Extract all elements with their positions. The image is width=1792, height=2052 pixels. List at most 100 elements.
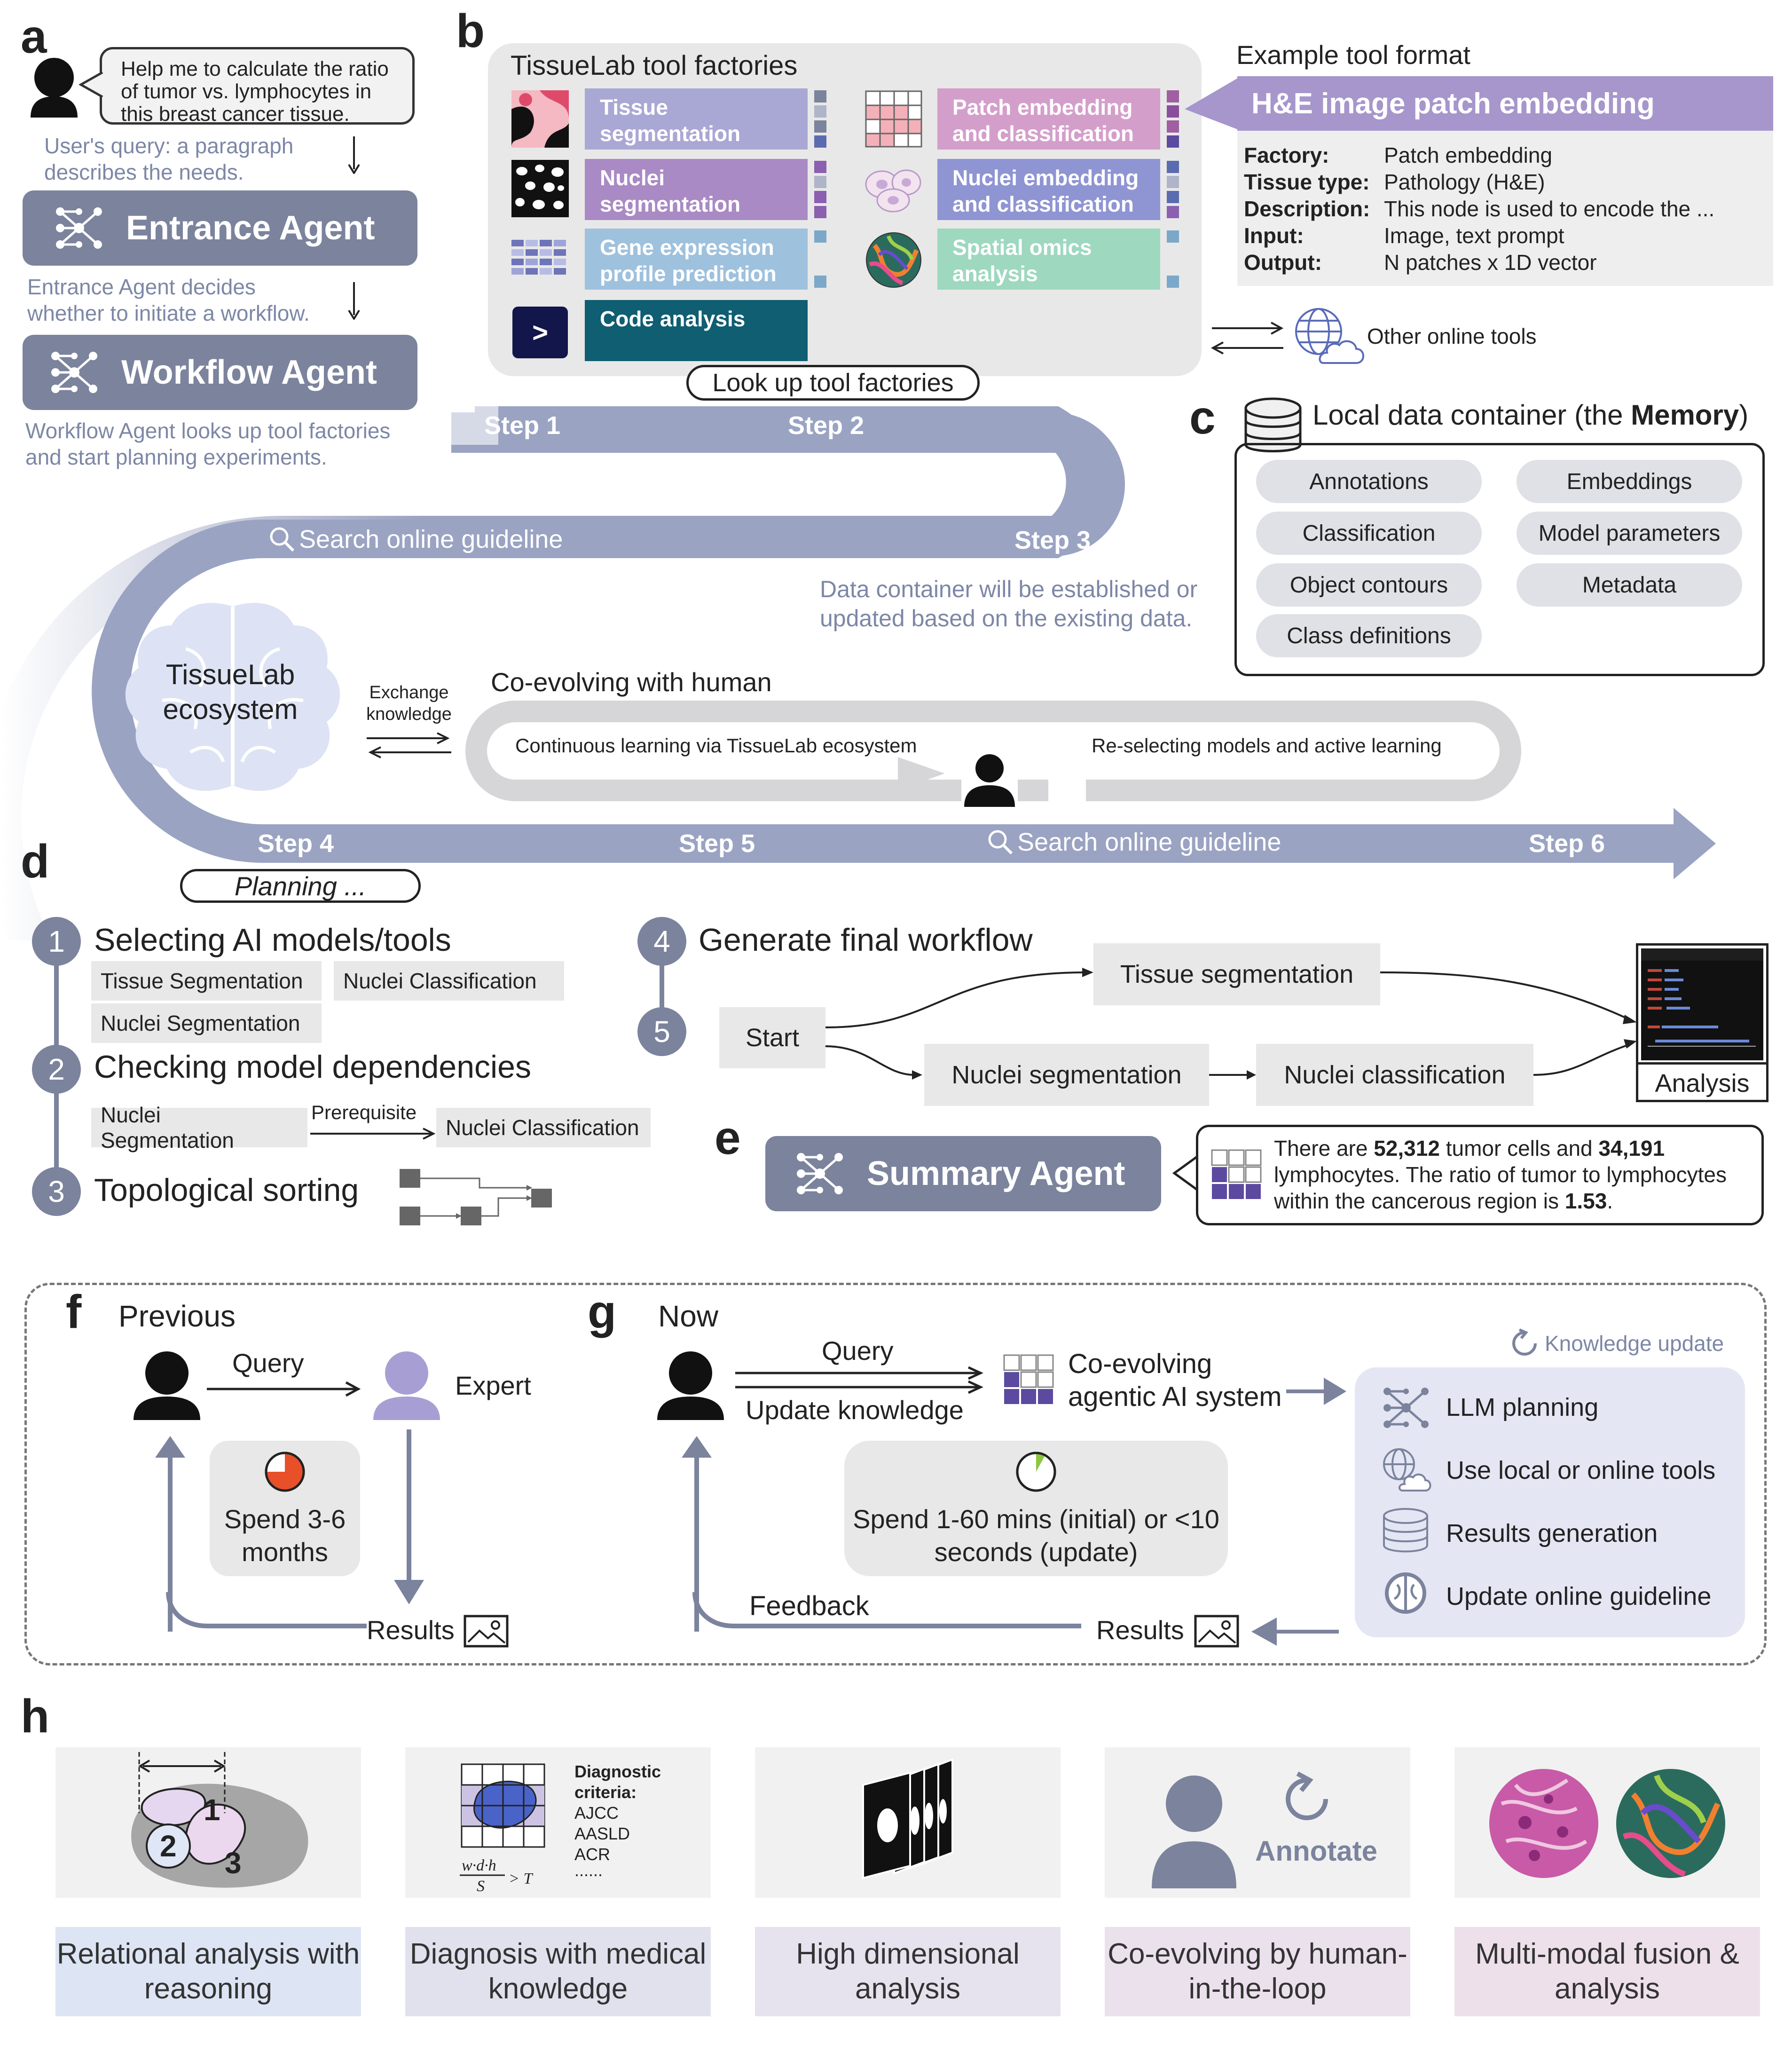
tool-factory-1: Tissue segmentation bbox=[585, 88, 808, 150]
loop-arrowhead bbox=[898, 757, 945, 790]
reselecting-label: Re-selecting models and active learning bbox=[1092, 734, 1442, 757]
tool-port-1-2 bbox=[814, 105, 826, 118]
pie-slice bbox=[1036, 1453, 1045, 1472]
feature-guideline: Update online guideline bbox=[1446, 1582, 1712, 1610]
pie-ring bbox=[1016, 1452, 1056, 1492]
tool-port-5-1 bbox=[1167, 90, 1179, 103]
step-4-title: Generate final workflow bbox=[699, 922, 1033, 958]
tool-port-2-4 bbox=[814, 206, 826, 218]
h-card-label-4: Co-evolving by human-in-the-loop bbox=[1105, 1927, 1410, 2016]
topological-sort-icon bbox=[400, 1169, 552, 1225]
spatial-omics-icon bbox=[866, 232, 921, 288]
entrance-agent-label: Entrance Agent bbox=[126, 209, 375, 247]
tool-port-5-4 bbox=[1167, 135, 1179, 148]
memory-item-3: Classification bbox=[1256, 512, 1482, 555]
user-icon bbox=[31, 58, 78, 118]
tool-factory-2: Nuclei segmentation bbox=[585, 159, 808, 220]
diag-item-4: ...... bbox=[574, 1861, 603, 1880]
h-card-1-image: 1 2 3 bbox=[55, 1747, 361, 1898]
human-annotate-icon bbox=[1152, 1771, 1328, 1888]
panel-label-g: g bbox=[588, 1286, 617, 1338]
memory-title: Local data container (the Memory) bbox=[1313, 399, 1749, 431]
network-icon bbox=[797, 1153, 843, 1194]
step-num-3: 3 bbox=[32, 1167, 81, 1216]
tool-factories-title: TissueLab tool factories bbox=[511, 50, 798, 81]
pie-ring bbox=[265, 1452, 305, 1492]
memory-caption: Data container will be established or up… bbox=[820, 576, 1198, 631]
workflow-caption: Workflow Agent looks up tool factories a… bbox=[25, 418, 391, 469]
feature-tools: Use local or online tools bbox=[1446, 1456, 1716, 1484]
tool-port-6-3 bbox=[1167, 191, 1179, 203]
example-value-2: Pathology (H&E) bbox=[1384, 170, 1545, 194]
user-icon bbox=[134, 1351, 200, 1420]
tool-port-2-3 bbox=[814, 191, 826, 203]
tool-port-3-4 bbox=[814, 276, 826, 288]
expert-icon bbox=[373, 1351, 440, 1420]
memory-item-1: Annotations bbox=[1256, 460, 1482, 503]
bidirectional-arrows bbox=[1210, 322, 1284, 355]
tool-port-7-1 bbox=[1167, 230, 1179, 243]
g-results-label: Results bbox=[1096, 1615, 1184, 1645]
diag-item-2: AASLD bbox=[574, 1824, 630, 1843]
step-1-label: Step 1 bbox=[484, 411, 561, 440]
patch-grid-icon bbox=[865, 90, 922, 148]
h-card-2-image: w·d·h S > T Diagnostic criteria: AJCC AA… bbox=[405, 1747, 711, 1898]
g-system-arrow bbox=[1286, 1378, 1346, 1405]
now-title: Now bbox=[658, 1299, 719, 1333]
exchange-arrows bbox=[367, 732, 451, 758]
example-pointer bbox=[1185, 76, 1241, 131]
tool-factory-7: Spatial omics analysis bbox=[937, 229, 1160, 290]
brain-outline-icon bbox=[1385, 1572, 1426, 1614]
nuclei-seg-icon bbox=[511, 160, 569, 217]
relational-num-3: 3 bbox=[225, 1846, 242, 1880]
f-query-label: Query bbox=[232, 1348, 304, 1378]
memory-item-5: Object contours bbox=[1256, 563, 1482, 607]
search-icon bbox=[988, 830, 1013, 855]
panel-label-b: b bbox=[456, 5, 485, 57]
feedback-label: Feedback bbox=[749, 1591, 869, 1621]
example-value-1: Patch embedding bbox=[1384, 143, 1553, 167]
example-key-2: Tissue type: bbox=[1244, 170, 1370, 194]
example-value-4: Image, text prompt bbox=[1384, 223, 1564, 248]
entrance-caption: Entrance Agent decides whether to initia… bbox=[27, 275, 310, 325]
tool-port-7-4 bbox=[1167, 276, 1179, 288]
image-icon bbox=[464, 1615, 509, 1648]
network-icon bbox=[56, 207, 102, 249]
g-results-arrow bbox=[1251, 1618, 1339, 1646]
entrance-agent-box: Entrance Agent bbox=[23, 190, 417, 266]
analysis-label: Analysis bbox=[1638, 1062, 1766, 1102]
f-pie-icon bbox=[265, 1452, 305, 1492]
tool-port-3-1 bbox=[814, 230, 826, 243]
globe-cloud-icon bbox=[1295, 308, 1364, 364]
dependency-to: Nuclei Classification bbox=[436, 1108, 651, 1147]
brain-icon bbox=[125, 603, 340, 791]
h-card-3-image bbox=[755, 1747, 1061, 1898]
panel-label-h: h bbox=[21, 1690, 50, 1743]
coevolve-title: Co-evolving with human bbox=[491, 667, 772, 697]
track-main bbox=[92, 406, 1716, 879]
tool-port-6-2 bbox=[1167, 176, 1179, 188]
search-icon bbox=[270, 527, 295, 552]
network-icon bbox=[51, 352, 97, 393]
step-1-title: Selecting AI models/tools bbox=[94, 922, 451, 958]
step-2-title: Checking model dependencies bbox=[94, 1049, 531, 1085]
search-guideline-1: Search online guideline bbox=[268, 525, 563, 554]
workflow-start: Start bbox=[719, 1007, 825, 1068]
globe-cloud-icon bbox=[1383, 1448, 1431, 1492]
chip-nuclei-cls: Nuclei Classification bbox=[334, 961, 564, 1001]
comparison-frame bbox=[24, 1283, 1767, 1665]
feature-llm-planning: LLM planning bbox=[1446, 1393, 1599, 1421]
workflow-nuclei-cls: Nuclei classification bbox=[1256, 1044, 1533, 1106]
step-3-title: Topological sorting bbox=[94, 1172, 359, 1208]
down-arrow-1 bbox=[348, 136, 360, 174]
matrix-icon bbox=[1211, 1149, 1262, 1199]
other-online-tools-label: Other online tools bbox=[1367, 324, 1537, 348]
formula-rhs: > T bbox=[509, 1870, 533, 1887]
memory-item-2: Embeddings bbox=[1517, 460, 1742, 503]
summary-bubble bbox=[1196, 1125, 1764, 1225]
tool-port-2-1 bbox=[814, 161, 826, 173]
chip-nuclei-seg: Nuclei Segmentation bbox=[91, 1003, 322, 1043]
workflow-tissue-seg: Tissue segmentation bbox=[1093, 943, 1380, 1005]
step-num-4: 4 bbox=[637, 917, 686, 966]
